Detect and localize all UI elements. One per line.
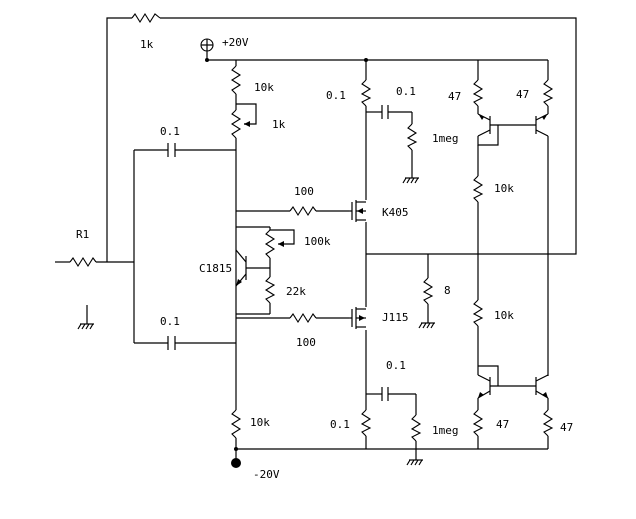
label-r-gate-bot: 100: [296, 336, 316, 349]
transistor-j115: [349, 307, 366, 329]
label-r-drain-top: 0.1: [326, 89, 346, 102]
label-r-input: R1: [76, 228, 89, 241]
label-c-bot: 0.1: [386, 359, 406, 372]
ground-input: [77, 323, 94, 330]
resistor-meg-bottom: [410, 414, 422, 442]
resistor-bottom-bias-10k: [230, 409, 242, 439]
label-supply-neg: -20V: [253, 468, 280, 481]
label-r-div-bot: 10k: [494, 309, 514, 322]
resistor-r1: [69, 256, 97, 268]
label-c-in-top: 0.1: [160, 125, 180, 138]
label-r-div-top: 10k: [494, 182, 514, 195]
capacitor-bottom: [381, 387, 389, 401]
wires: [55, 17, 577, 463]
label-pot-100k: 100k: [304, 235, 331, 248]
resistor-mirror-bottom-b: [542, 409, 554, 437]
label-r-meg-bot: 1meg: [432, 424, 459, 437]
resistor-meg-top: [406, 123, 418, 151]
label-r-mirror-bot-a: 47: [496, 418, 509, 431]
label-c-top: 0.1: [396, 85, 416, 98]
grounds: [77, 177, 435, 466]
label-r-bot-bias: 10k: [250, 416, 270, 429]
resistor-22k: [264, 276, 276, 304]
resistor-gate-bottom: [289, 312, 317, 324]
supply-negative-terminal: [231, 458, 241, 468]
label-r-22k: 22k: [286, 285, 306, 298]
resistor-div-top: [472, 175, 484, 203]
resistor-div-bottom: [472, 299, 484, 327]
label-r-drain-bot: 0.1: [330, 418, 350, 431]
resistor-mirror-top-a: [472, 79, 484, 107]
resistors: [69, 12, 554, 442]
transistors: [235, 113, 549, 399]
resistor-top-bias-10k: [230, 65, 242, 95]
label-r-meg-top: 1meg: [432, 132, 459, 145]
labels: 1k +20V 10k 1k 0.1 R1 100 100k C1815 22k…: [76, 36, 573, 481]
resistor-gate-top: [289, 205, 317, 217]
supply-positive-terminal: [200, 38, 214, 52]
supply-terminals: [200, 38, 241, 468]
capacitor-top: [381, 105, 389, 119]
transistor-mirror-bottom-left: [477, 374, 491, 399]
resistor-trim-1k: [230, 109, 242, 139]
resistor-mirror-bottom-a: [472, 409, 484, 437]
label-r-load: 8: [444, 284, 451, 297]
label-r-mirror-bot-b: 47: [560, 421, 573, 434]
transistor-mirror-top-left: [477, 113, 491, 137]
label-r-gate-top: 100: [294, 185, 314, 198]
label-r-mirror-top-a: 47: [448, 90, 461, 103]
transistor-mirror-bottom-right: [535, 374, 549, 399]
label-q-nmos: K405: [382, 206, 409, 219]
transistor-c1815: [235, 249, 247, 287]
junction-dots: [205, 58, 368, 451]
ground-meg-top: [402, 177, 419, 184]
label-r-feedback: 1k: [140, 38, 154, 51]
ground-meg-bottom: [406, 459, 423, 466]
label-r-top-bias: 10k: [254, 81, 274, 94]
capacitor-input-bottom: [167, 336, 176, 350]
label-supply-pos: +20V: [222, 36, 249, 49]
capacitor-input-top: [167, 143, 176, 157]
resistor-load-8: [422, 277, 434, 305]
label-c-in-bot: 0.1: [160, 315, 180, 328]
potentiometer-100k: [264, 229, 276, 259]
transistor-mirror-top-right: [535, 113, 549, 137]
label-q-pmos: J115: [382, 311, 409, 324]
resistor-feedback: [131, 12, 161, 24]
ground-load: [418, 322, 435, 329]
label-r-trim: 1k: [272, 118, 286, 131]
resistor-drain-bottom: [360, 409, 372, 437]
resistor-drain-top: [360, 79, 372, 107]
resistor-mirror-top-b: [542, 79, 554, 107]
capacitors: [167, 105, 389, 401]
label-q-vbe: C1815: [199, 262, 232, 275]
label-r-mirror-top-b: 47: [516, 88, 529, 101]
transistor-k405: [349, 200, 366, 222]
